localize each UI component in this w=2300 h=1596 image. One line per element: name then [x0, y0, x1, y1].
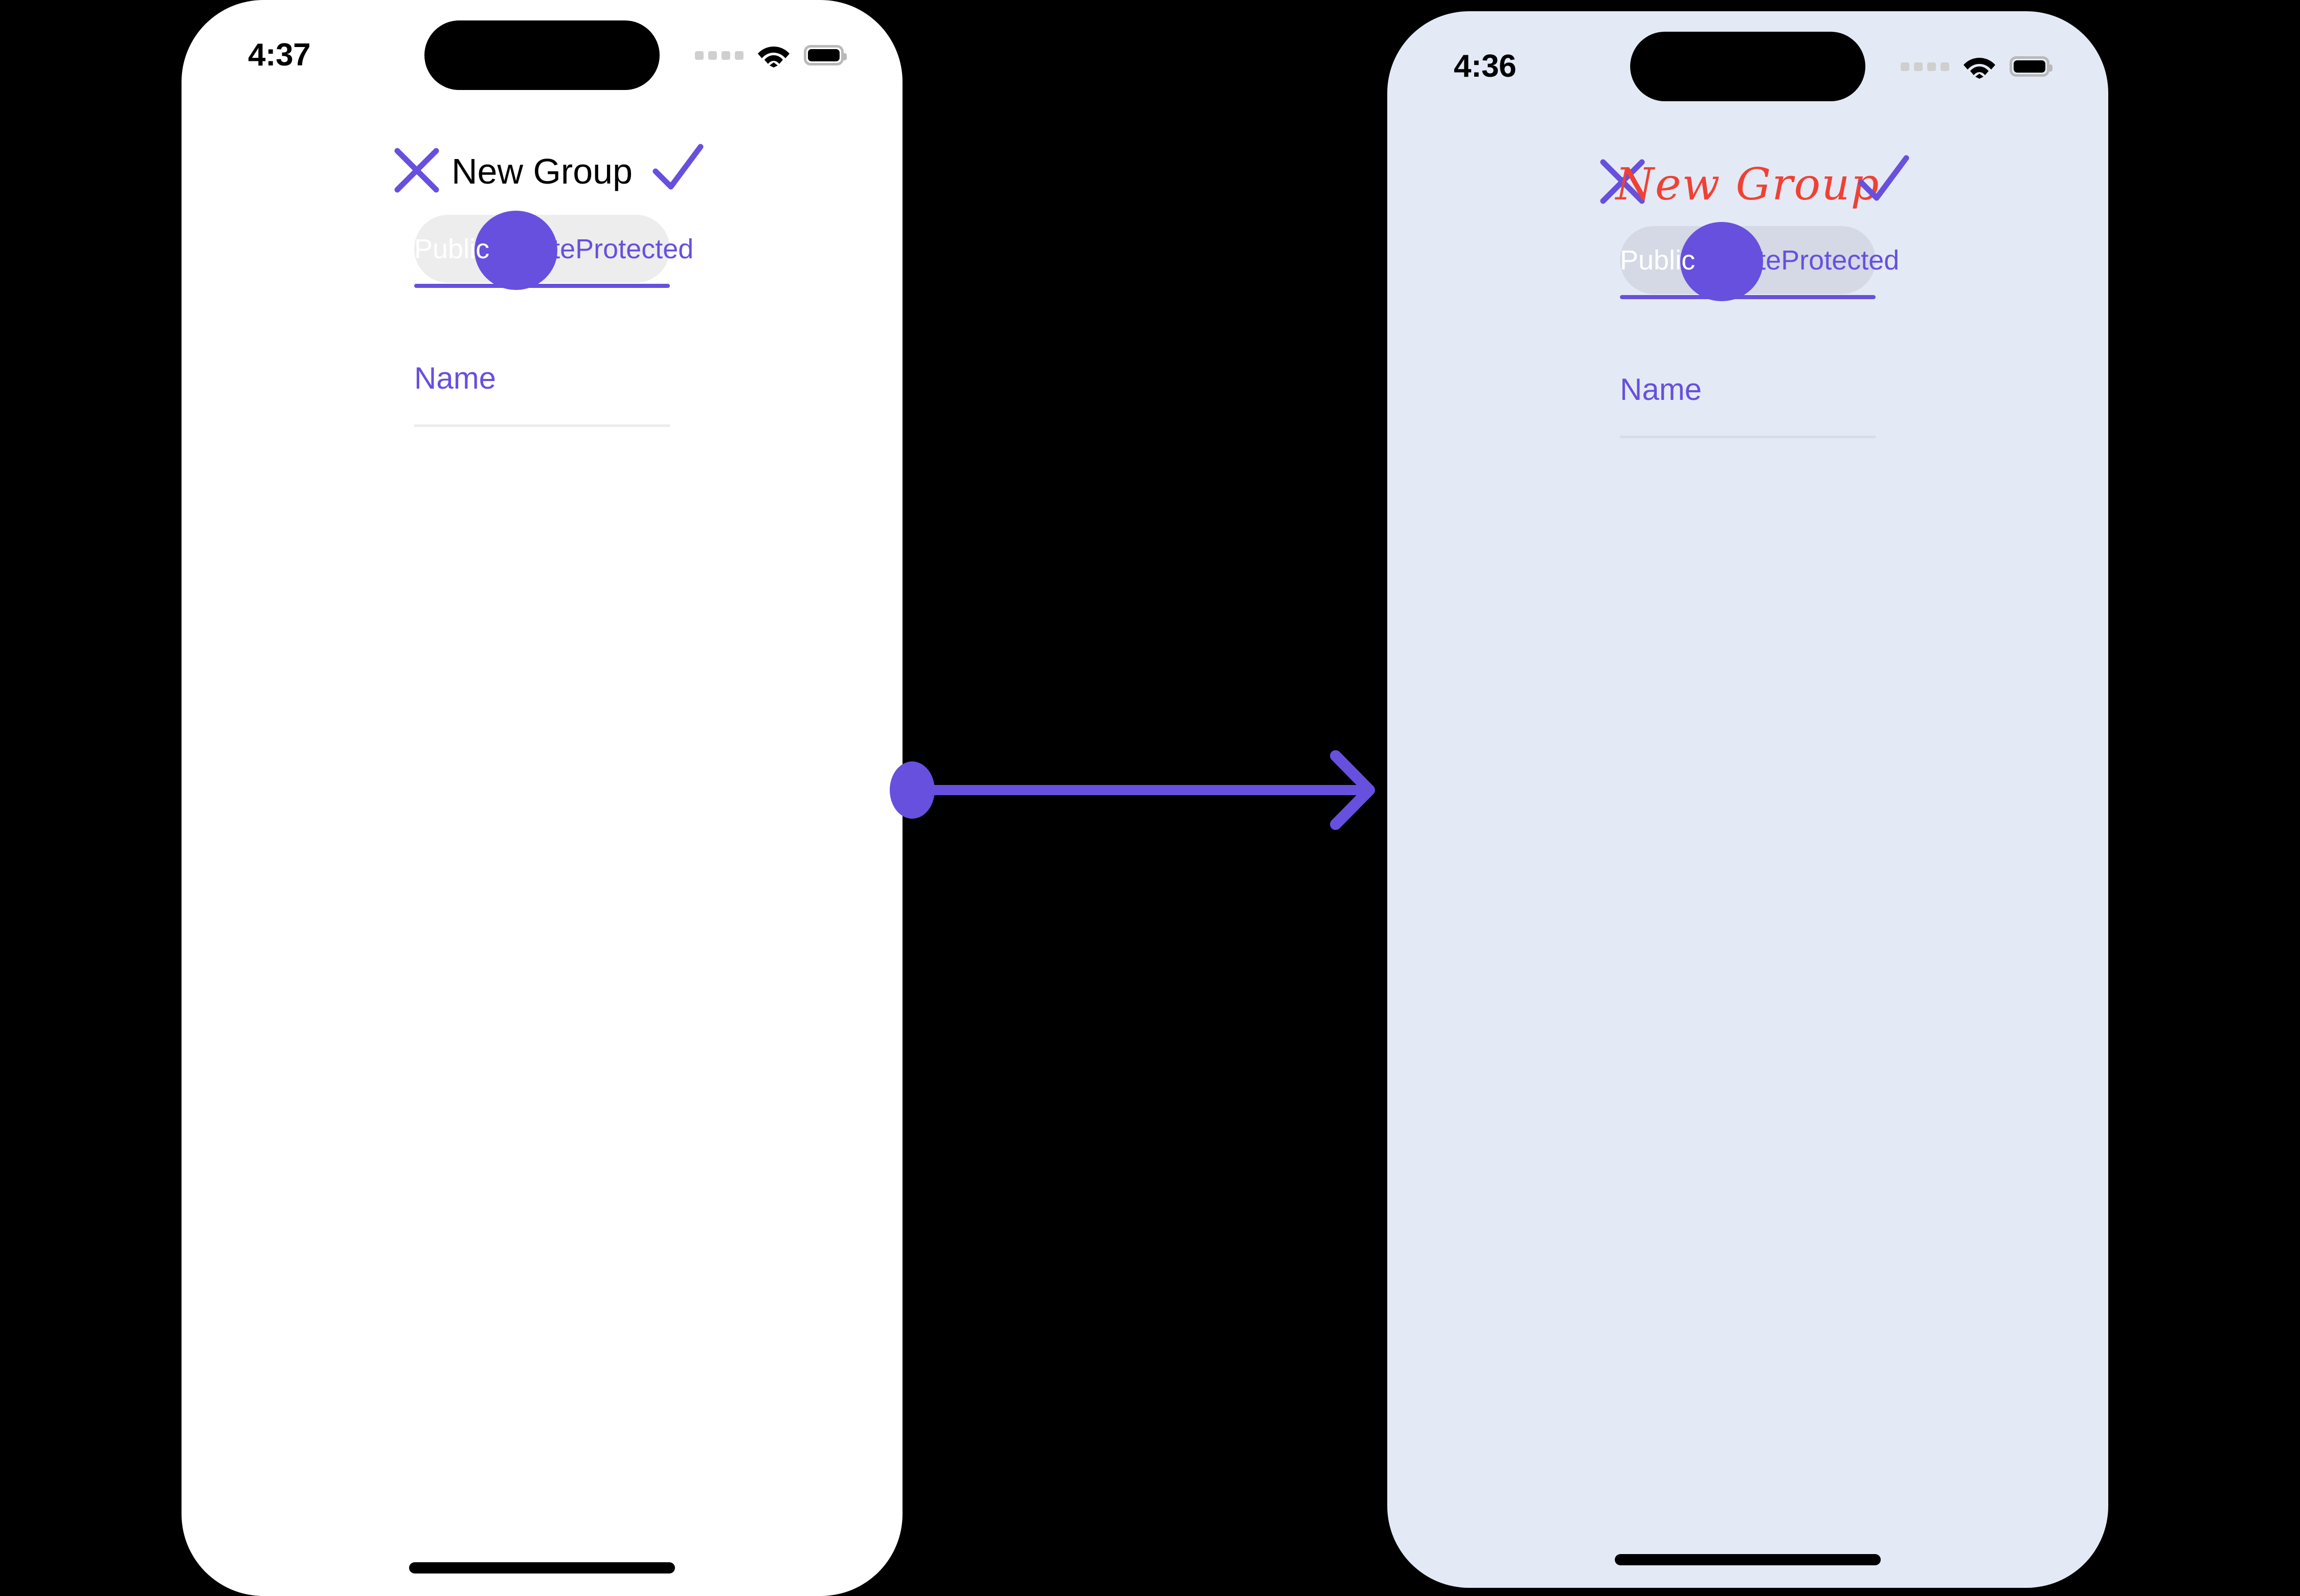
status-time: 4:37 [248, 37, 311, 73]
segment-protected[interactable]: Protected [575, 233, 694, 264]
name-field-underline [414, 424, 670, 427]
dynamic-island [424, 20, 660, 90]
home-indicator [409, 1562, 675, 1573]
arrow-right-icon [890, 750, 1375, 830]
nav-bar-before: New Group [182, 130, 903, 217]
status-bar-after: 4:36 [1387, 32, 2108, 101]
wifi-icon [758, 47, 790, 68]
checkmark-icon[interactable] [644, 134, 711, 201]
segmented-options: Public Private Protected [414, 215, 693, 283]
segment-private[interactable]: Private [1695, 244, 1782, 276]
privacy-segmented-control-before[interactable]: Public Private Protected [414, 211, 693, 307]
phone-screen-after: 4:36 New Group [1387, 11, 2108, 1588]
dynamic-island [1630, 32, 1865, 101]
status-indicators [695, 43, 847, 68]
close-x-icon[interactable] [1592, 151, 1653, 212]
privacy-segmented-control-after[interactable]: Public Private Protected [1620, 222, 1899, 318]
checkmark-icon[interactable] [1850, 146, 1916, 212]
name-field-underline [1620, 436, 1876, 438]
page-title: New Group [451, 151, 633, 191]
wifi-icon [1964, 58, 1995, 79]
segment-protected[interactable]: Protected [1781, 244, 1900, 276]
status-bar-before: 4:37 [182, 20, 903, 90]
cellular-dots-icon [1901, 62, 1949, 71]
segment-public[interactable]: Public [1620, 244, 1696, 276]
name-input-placeholder[interactable]: Name [414, 361, 497, 395]
name-field-after[interactable]: Name [1620, 364, 1876, 438]
phone-screen-before: 4:37 New Group [182, 0, 903, 1596]
segmented-underline [1620, 295, 1876, 299]
battery-full-icon [2010, 56, 2053, 77]
page-title: New Group [1615, 159, 1880, 210]
home-indicator [1615, 1554, 1881, 1565]
name-field-before[interactable]: Name [414, 353, 670, 427]
segmented-selection-indicator [475, 211, 557, 290]
name-input-placeholder[interactable]: Name [1620, 372, 1702, 407]
status-time: 4:36 [1454, 49, 1517, 84]
segmented-underline [414, 284, 670, 288]
segment-public[interactable]: Public [414, 233, 490, 264]
battery-full-icon [804, 45, 847, 65]
cellular-dots-icon [695, 51, 743, 60]
segment-private[interactable]: Private [489, 233, 576, 264]
status-indicators [1901, 54, 2053, 79]
segmented-options: Public Private Protected [1620, 226, 1899, 294]
segmented-selection-indicator [1680, 222, 1763, 301]
nav-bar-after: New Group [1387, 142, 2108, 229]
close-x-icon[interactable] [386, 140, 447, 201]
